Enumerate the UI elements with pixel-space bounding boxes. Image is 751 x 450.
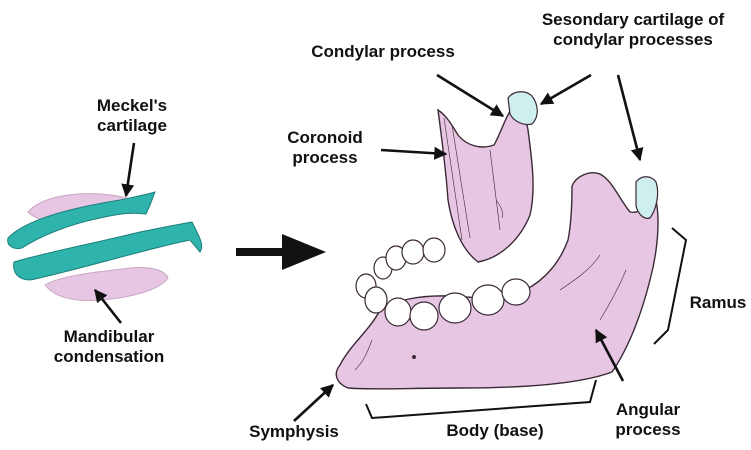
label-ramus: Ramus: [688, 293, 748, 313]
label-mandibular-condensation: Mandibular condensation: [34, 327, 184, 367]
label-body-base: Body (base): [432, 421, 558, 441]
ramus-bracket: [654, 228, 686, 344]
label-meckels-cartilage: Meckel's cartilage: [82, 96, 182, 136]
label-condylar-process: Condylar process: [293, 42, 473, 62]
mental-foramen: [412, 355, 416, 359]
meckels-cartilage-illustration: [8, 192, 202, 300]
label-angular-process: Angular process: [608, 400, 688, 440]
development-arrow: [236, 234, 326, 270]
mandible-back-half: [438, 108, 533, 262]
label-coronoid-process: Coronoid process: [272, 128, 378, 168]
label-symphysis: Symphysis: [238, 422, 350, 442]
mandible-illustration: [336, 92, 658, 389]
label-secondary-cartilage: Sesondary cartilage of condylar processe…: [520, 10, 746, 50]
